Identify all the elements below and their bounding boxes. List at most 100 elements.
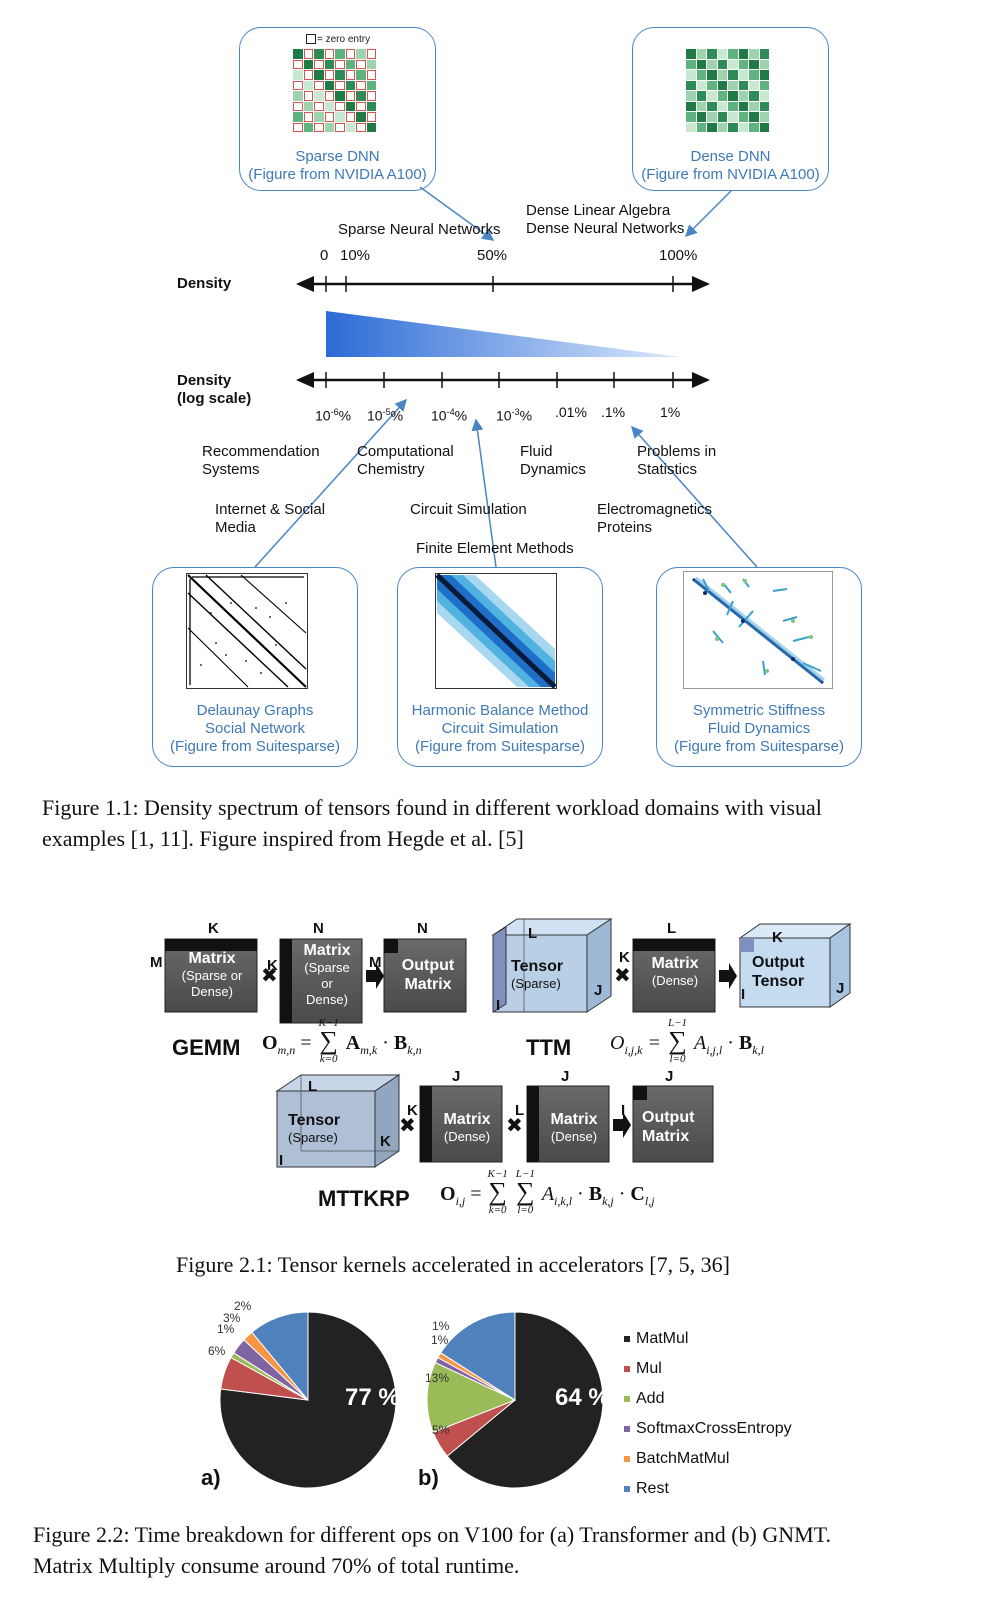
- dense-dnn-pointer: [684, 189, 733, 238]
- sparse-dnn-pointer: [419, 186, 495, 241]
- log-tick: 10-6%: [315, 403, 351, 425]
- matrix-cell: [738, 80, 748, 90]
- matrix-cell: [345, 49, 355, 59]
- matrix-cell: [356, 70, 366, 80]
- tensor-sub: (Sparse): [511, 976, 561, 991]
- delaunay-caption: Delaunay Graphs Social Network (Figure f…: [153, 702, 357, 756]
- legend-label: Add: [636, 1390, 665, 1407]
- ttm-equation: Oi,j,k = L−1 ∑ l=0 Ai,j,l · Bk,l: [610, 1017, 764, 1065]
- matrix-cell: [696, 70, 706, 80]
- label-line: Electromagnetics: [597, 501, 713, 518]
- matrix-cell: [749, 91, 759, 101]
- matrix-cell: [314, 112, 324, 122]
- matrix-cell: [314, 101, 324, 111]
- density-axes: [254, 186, 758, 568]
- delaunay-matrix-image: [186, 573, 308, 689]
- tensor-title: Tensor: [752, 973, 805, 990]
- log-tick: .01%: [555, 404, 587, 420]
- matrix-cell: [728, 80, 738, 90]
- matrix-cell: [728, 49, 738, 59]
- legend-entry: Rest: [624, 1474, 792, 1504]
- tensor-title: Tensor: [511, 958, 564, 975]
- label-line: Internet & Social: [215, 501, 326, 518]
- matrix-cell: [335, 122, 345, 132]
- ttm-output-i: I: [741, 986, 746, 1003]
- matrix-cell: [717, 80, 727, 90]
- matrix-cell: [686, 101, 696, 111]
- matrix-title: Matrix: [443, 1111, 491, 1128]
- svg-text:✖: ✖: [614, 963, 631, 987]
- matrix-cell: [707, 49, 717, 59]
- matrix-cell: [366, 70, 376, 80]
- matrix-cell: [738, 91, 748, 101]
- matrix-cell: [345, 91, 355, 101]
- matrix-cell: [728, 91, 738, 101]
- caption-line: Dense DNN: [690, 148, 771, 165]
- label-line: Proteins: [597, 519, 653, 536]
- matrix-sub: (Dense): [651, 973, 699, 988]
- matrix-cell: [293, 49, 303, 59]
- matrix-cell: [759, 49, 769, 59]
- gemm-a-left: M: [150, 954, 163, 971]
- matrix-title: Matrix: [404, 976, 452, 993]
- matrix-cell: [356, 59, 366, 69]
- matrix-title: Matrix: [651, 955, 699, 972]
- mttkrp-m2-left: L: [515, 1102, 525, 1119]
- stiffness-pointer: [631, 425, 758, 568]
- legend-label: MatMul: [636, 1330, 689, 1347]
- matrix-cell: [335, 91, 345, 101]
- tensor-kernels-diagram: ✖ ✖ ✖ ✖: [164, 918, 852, 1168]
- harmonic-pointer: [471, 418, 497, 568]
- mttkrp-tensor-k: K: [380, 1133, 391, 1150]
- pie-slice-rest: [251, 1311, 309, 1402]
- stiffness-caption: Symmetric Stiffness Fluid Dynamics (Figu…: [657, 702, 861, 756]
- matrix-cell: [324, 59, 334, 69]
- matrix-cell: [759, 80, 769, 90]
- tick-suffix: %: [519, 407, 533, 424]
- matrix-cell: [293, 70, 303, 80]
- matrix-cell: [303, 70, 313, 80]
- delaunay-box: Delaunay Graphs Social Network (Figure f…: [152, 567, 358, 767]
- matrix-sub: or: [321, 976, 333, 991]
- legend-entry: Mul: [624, 1354, 792, 1384]
- matrix-cell: [686, 70, 696, 80]
- label-line: Problems in: [637, 443, 717, 460]
- matrix-cell: [335, 80, 345, 90]
- tick-base: 10: [431, 407, 447, 424]
- matrix-cell: [366, 80, 376, 90]
- matrix-cell: [749, 80, 759, 90]
- matrix-cell: [759, 59, 769, 69]
- matrix-sub: (Sparse: [304, 960, 350, 975]
- mttkrp-name: MTTKRP: [318, 1186, 410, 1211]
- matrix-cell: [707, 122, 717, 132]
- matrix-cell: [366, 91, 376, 101]
- matrix-cell: [738, 112, 748, 122]
- label-line: (log scale): [177, 390, 252, 407]
- matrix-cell: [345, 122, 355, 132]
- matrix-cell: [356, 80, 366, 90]
- domain-circuit: Circuit Simulation: [410, 501, 527, 518]
- ttm-tensor-text: Tensor (Sparse): [511, 958, 563, 991]
- log-tick: .1%: [601, 404, 626, 420]
- svg-text:✖: ✖: [506, 1113, 523, 1137]
- legend-swatch: [624, 1455, 630, 1462]
- ttm-output-k: K: [772, 929, 783, 946]
- matrix-cell: [686, 80, 696, 90]
- label-line: Computational: [357, 443, 454, 460]
- matrix-cell: [717, 70, 727, 80]
- pie-slice-matmul: [446, 1311, 604, 1489]
- linear-tick-0: 0: [320, 247, 329, 264]
- time-breakdown-pies: 77 %6%1%3%2%11%64 %5%13%1%1%16%: [208, 1300, 610, 1489]
- mttkrp-o-left: I: [621, 1102, 626, 1119]
- matrix-cell: [303, 59, 313, 69]
- mttkrp-o-top: J: [665, 1068, 674, 1085]
- legend-label: BatchMatMul: [636, 1450, 730, 1467]
- pie-label: 1%: [431, 1333, 449, 1347]
- matrix-cell: [324, 101, 334, 111]
- matrix-cell: [345, 80, 355, 90]
- matrix-cell: [738, 70, 748, 80]
- tick-exp: -3: [511, 407, 520, 417]
- caption-line: (Figure from Suitesparse): [414, 738, 586, 755]
- matrix-cell: [324, 49, 334, 59]
